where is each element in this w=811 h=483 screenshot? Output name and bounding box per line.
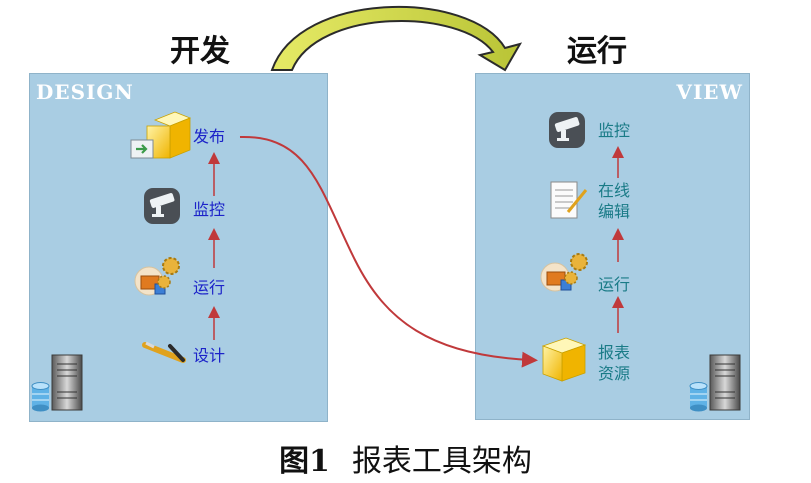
design-phase-title: 开发 xyxy=(170,34,230,69)
camera-icon xyxy=(144,188,180,224)
view-node-resource-line2: 资源 xyxy=(598,364,631,383)
view-panel: VIEW xyxy=(475,73,750,420)
database-icon xyxy=(31,382,50,412)
gears-box-icon xyxy=(134,257,180,296)
run-phase-title: 运行 xyxy=(567,34,627,69)
database-icon xyxy=(689,382,708,412)
view-node-online-edit-line2: 编辑 xyxy=(598,202,631,221)
design-node-design: 设计 xyxy=(193,346,226,365)
design-panel-label: DESIGN xyxy=(36,80,134,104)
view-node-online-edit-line1: 在线 xyxy=(598,181,631,200)
pencil-icon xyxy=(142,341,186,363)
figure-caption: 图1 报表工具架构 xyxy=(0,436,811,480)
phase-transition-arrow xyxy=(270,5,523,72)
figure-number: 图1 xyxy=(279,444,330,479)
view-node-monitor: 监控 xyxy=(598,121,631,140)
design-node-run: 运行 xyxy=(193,278,226,297)
cube-icon xyxy=(541,337,587,382)
document-icon xyxy=(550,181,588,219)
design-node-monitor: 监控 xyxy=(193,200,226,219)
view-panel-label: VIEW xyxy=(676,80,743,104)
figure-title: 报表工具架构 xyxy=(351,444,532,479)
publish-to-resource-arrow xyxy=(239,135,538,368)
design-node-publish: 发布 xyxy=(193,127,226,146)
gears-box-icon xyxy=(540,253,588,292)
camera-icon xyxy=(549,112,585,148)
view-node-resource-line1: 报表 xyxy=(598,343,631,362)
server-icon xyxy=(51,354,83,411)
publish-box-icon xyxy=(130,111,192,159)
view-node-run: 运行 xyxy=(598,275,631,294)
server-icon xyxy=(709,354,741,411)
